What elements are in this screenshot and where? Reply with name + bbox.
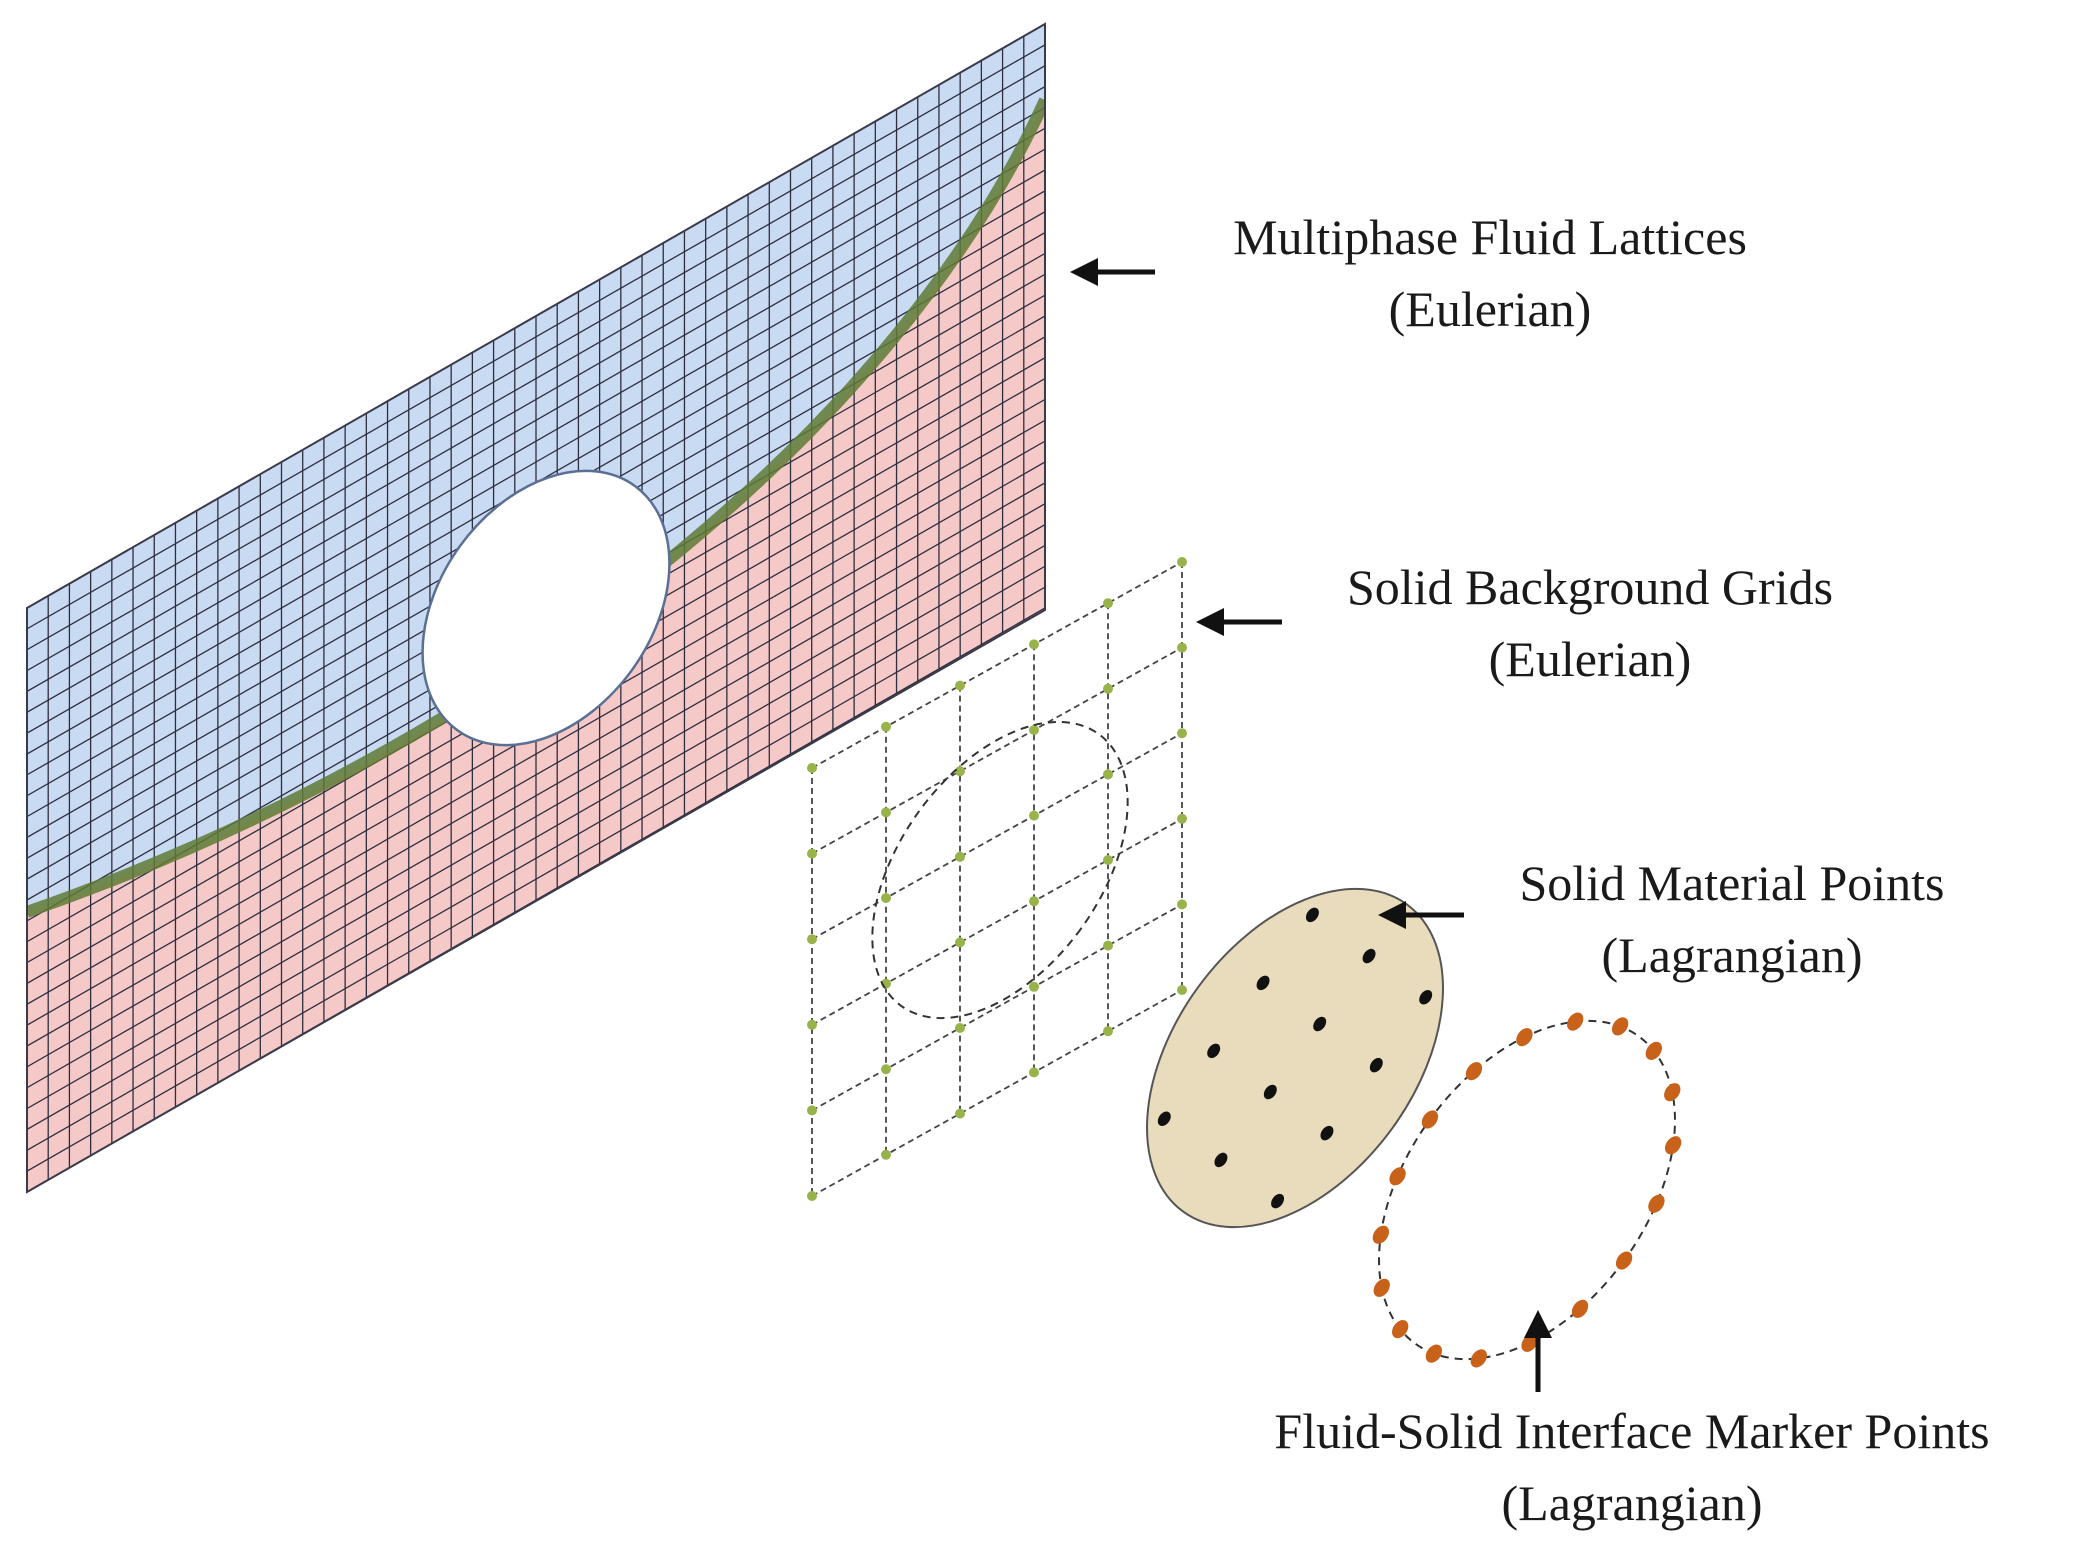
marker-points (1372, 1012, 1682, 1368)
grid-node (955, 937, 965, 948)
grid-node (1103, 855, 1113, 865)
marker-point (1664, 1083, 1681, 1102)
up-arrow-icon (1524, 1310, 1552, 1392)
grid-node (1029, 725, 1039, 735)
grid-node (807, 848, 817, 859)
grid-node (1177, 813, 1187, 824)
material-points-title: Solid Material Points (1520, 855, 1945, 911)
left-arrow-icon (1196, 608, 1282, 636)
grid-node (1029, 639, 1039, 650)
solid-background-grid (807, 557, 1187, 1201)
material-point (1320, 1125, 1334, 1141)
marker-point (1645, 1041, 1663, 1060)
marker-points-subtitle: (Lagrangian) (1502, 1475, 1763, 1531)
grid-node (1177, 899, 1187, 910)
marker-point (1664, 1136, 1682, 1155)
left-arrow-icon (1070, 258, 1155, 286)
grid-node (881, 807, 891, 818)
marker-point (1421, 1110, 1439, 1129)
background-grid-title: Solid Background Grids (1347, 559, 1833, 615)
marker-point (1425, 1344, 1443, 1363)
solid-hole (421, 469, 671, 747)
fluid-lattice-title: Multiphase Fluid Lattices (1233, 209, 1747, 265)
material-point (1369, 1057, 1383, 1073)
left-arrow-icon (1378, 901, 1464, 929)
marker-point (1571, 1299, 1589, 1318)
grid-node (1177, 985, 1187, 995)
grid-node (881, 1149, 891, 1160)
grid-node (807, 1105, 817, 1116)
material-point (1207, 1043, 1221, 1059)
material-points-subtitle: (Lagrangian) (1602, 927, 1863, 983)
marker-point (1611, 1017, 1629, 1036)
solid-body (1146, 887, 1444, 1229)
grid-node (1029, 810, 1039, 821)
grid-node (1103, 683, 1113, 694)
material-point (1305, 907, 1319, 923)
grid-node (881, 893, 891, 903)
material-point (1313, 1016, 1327, 1032)
fluid-lattice-outline (26, 22, 1046, 1194)
material-point (1263, 1084, 1277, 1100)
grid-node (807, 763, 817, 773)
grid-node (1177, 728, 1187, 739)
marker-point (1389, 1167, 1406, 1186)
grid-node (881, 721, 891, 732)
fluid-lattice-lines (27, 24, 1045, 1192)
marker-point (1470, 1349, 1487, 1368)
background-grid-subtitle: (Eulerian) (1489, 631, 1692, 687)
dashed-solid-outline (871, 720, 1129, 1020)
marker-point (1615, 1251, 1633, 1270)
marker-point (1648, 1194, 1665, 1213)
grid-node (955, 766, 965, 777)
grid-node (955, 1023, 965, 1033)
grid-node (807, 1191, 817, 1201)
grid-node (955, 851, 965, 862)
material-point (1271, 1193, 1285, 1209)
material-point (1214, 1152, 1228, 1168)
grid-node (807, 1019, 817, 1030)
material-point (1157, 1111, 1171, 1127)
material-point (1362, 948, 1376, 964)
grid-node (1103, 1026, 1113, 1037)
grid-node (955, 680, 965, 691)
grid-node (1103, 769, 1113, 780)
grid-node (1029, 896, 1039, 907)
grid-node (955, 1108, 965, 1119)
grid-node (1177, 557, 1187, 567)
grid-node (1103, 940, 1113, 951)
material-point (1419, 989, 1433, 1005)
grid-node (881, 1064, 891, 1075)
marker-point (1521, 1333, 1538, 1352)
marker-point (1373, 1278, 1390, 1297)
grid-node (1029, 981, 1039, 992)
marker-point (1567, 1012, 1584, 1031)
marker-point (1465, 1062, 1483, 1081)
grid-node (807, 934, 817, 945)
material-point (1256, 975, 1270, 991)
marker-point (1372, 1225, 1390, 1244)
grid-node (1177, 642, 1187, 653)
grid-node (1029, 1067, 1039, 1078)
fluid-lattice-subtitle: (Eulerian) (1389, 281, 1592, 337)
marker-point (1391, 1320, 1409, 1339)
marker-points-title: Fluid-Solid Interface Marker Points (1274, 1403, 1989, 1459)
material-points (1157, 907, 1433, 1209)
marker-point (1516, 1028, 1533, 1047)
grid-node (1103, 598, 1113, 609)
